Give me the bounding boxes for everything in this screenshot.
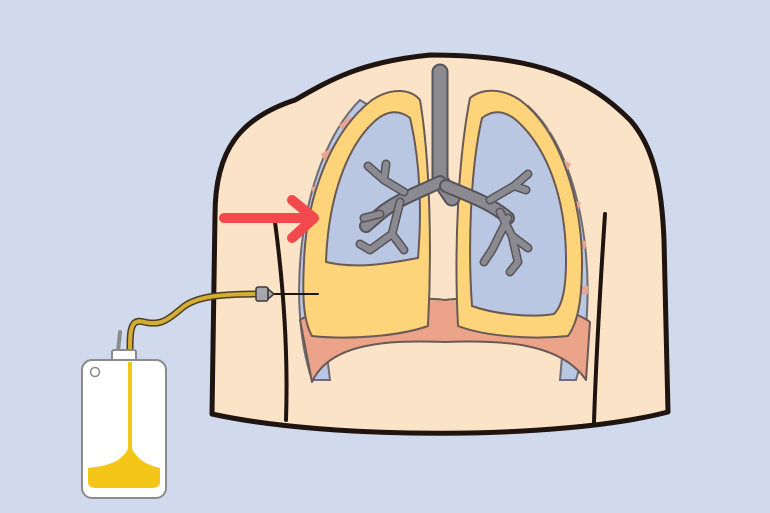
- right-lung: [469, 111, 567, 317]
- arrow-head: [287, 195, 319, 243]
- bronchiole: [481, 171, 531, 275]
- left-arm-line: [273, 220, 289, 422]
- right-bronchi: [439, 169, 533, 277]
- connector-tip: [267, 287, 276, 301]
- tube-connector-icon: [255, 286, 276, 302]
- red-arrow-icon: [219, 195, 319, 243]
- bag-hanger-hole: [89, 366, 101, 378]
- drainage-bag-icon: [81, 330, 167, 499]
- bronchiole: [357, 161, 407, 253]
- tube-fill: [128, 292, 262, 374]
- drainage-tube: [126, 290, 319, 376]
- right-arm-line: [592, 212, 607, 424]
- left-bronchi: [355, 159, 447, 255]
- bronchial-tree: [355, 63, 533, 277]
- collected-fluid: [88, 444, 160, 488]
- bag-tube-stub: [116, 330, 122, 354]
- connector-body: [255, 286, 269, 302]
